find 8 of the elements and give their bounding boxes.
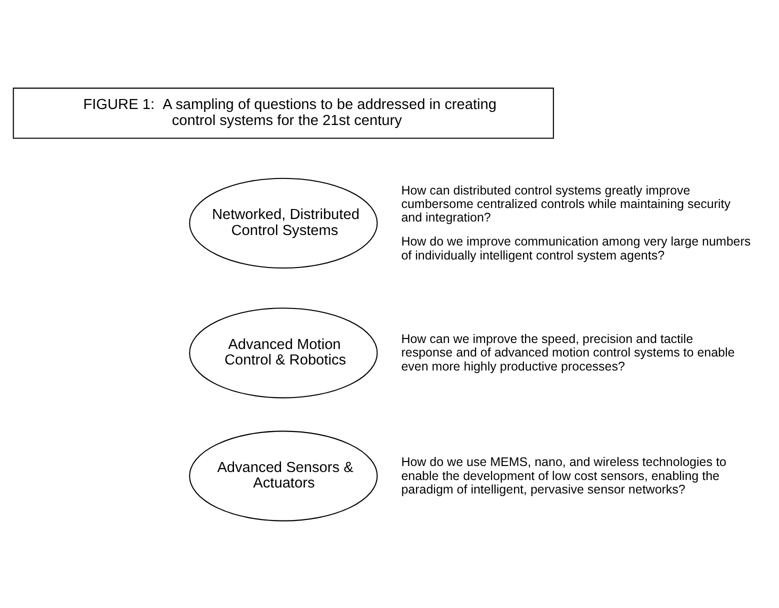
node-label: How can distributed control systems greatly improve cumbersome centralized controls while maintaining security and integration? [400,183,730,224]
node-label: How can we improve the speed, precision and tactile response and of advanced motion control systems to enable even more highly productive processes? [400,332,734,373]
node-label: How do we improve communication among very large numbers of individually intelligent control system agents? [400,234,750,262]
node-box: FIGURE 1: A sampling of questions to be addressed in creating control systems for the 21st century [12,87,554,138]
node-ellipse: Advanced Sensors & Actuators [188,430,378,521]
node-label: How do we use MEMS, nano, and wireless technologies to enable the development of low cost sensors, enabling the paradigm of intelligent, pervasive sensor networks? [400,454,726,496]
node-ellipse: Advanced Motion Control & Robotics [188,307,378,398]
node-ellipse: Networked, Distributed Control Systems [188,177,378,268]
